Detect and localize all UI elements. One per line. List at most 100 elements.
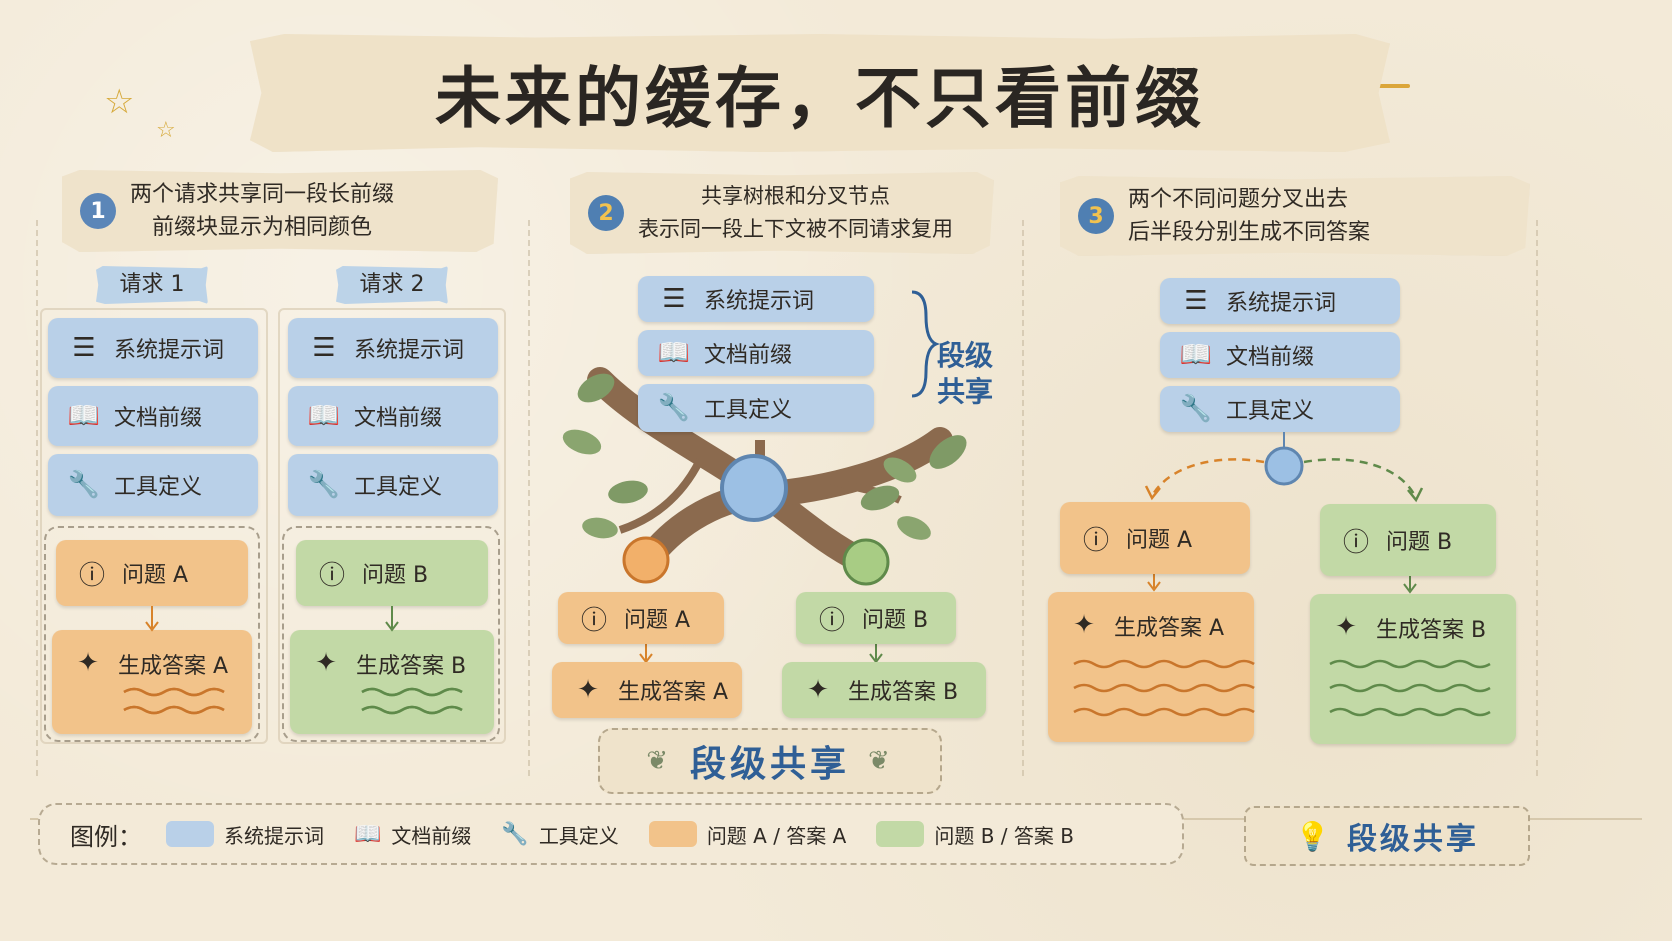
answer-a-block: ✦ 生成答案 A [552, 662, 742, 718]
legend-label: 文档前缀 [391, 823, 472, 848]
legend-item: 系统提示词 [166, 820, 324, 849]
block-label: 问题 A [624, 608, 691, 633]
block-label: 生成答案 A [1114, 616, 1225, 641]
column-divider [36, 220, 38, 780]
magic-wand-icon: ✦ [1335, 612, 1357, 642]
block-label: 生成答案 B [356, 654, 467, 679]
doc-prefix-block: 📖 文档前缀 [48, 386, 258, 446]
answer-b-block: ✦ 生成答案 B [290, 630, 494, 734]
magic-wand-icon: ✦ [77, 648, 99, 678]
caption-line: 前缀块显示为相同颜色 [152, 215, 373, 240]
wrench-icon: 🔧 [1179, 394, 1213, 424]
panel-number-badge: 2 [588, 195, 624, 231]
block-label: 生成答案 B [1376, 618, 1487, 643]
page-title: 未来的缓存，不只看前缀 [435, 60, 1205, 137]
tool-def-block: 🔧 工具定义 [1160, 386, 1400, 432]
document-icon: ☰ [312, 333, 336, 363]
wrench-icon: 🔧 [67, 470, 101, 500]
block-label: 问题 B [362, 563, 429, 588]
system-prompt-block: ☰ 系统提示词 [288, 318, 498, 378]
segment-sharing-badge: ❦ 段级共享 ❦ [598, 728, 942, 794]
legend-label: 工具定义 [538, 823, 619, 848]
legend-item: 问题 B / 答案 B [876, 820, 1074, 849]
summary-label: 段级共享 [1346, 822, 1479, 857]
star-icon: ☆ [104, 82, 135, 122]
block-label: 系统提示词 [704, 289, 815, 314]
block-label: 文档前缀 [704, 343, 793, 368]
legend-title: 图例： [70, 822, 142, 851]
block-label: 工具定义 [704, 398, 793, 423]
panel-1-caption: 1 两个请求共享同一段长前缀 前缀块显示为相同颜色 [62, 170, 498, 252]
block-label: 问题 A [122, 563, 189, 588]
magic-wand-icon: ✦ [1073, 610, 1095, 640]
block-label: 文档前缀 [354, 406, 443, 431]
question-bubble-icon: ⓘ [1082, 525, 1109, 556]
block-label: 系统提示词 [354, 338, 465, 363]
block-label: 生成答案 A [118, 654, 229, 679]
title-banner: 未来的缓存，不只看前缀 [250, 34, 1390, 152]
request-label: 请求 2 [336, 266, 448, 304]
document-icon: ☰ [662, 284, 686, 314]
legend-item: 🔧 工具定义 [501, 820, 618, 849]
answer-a-block: ✦ 生成答案 A [1048, 592, 1254, 742]
block-label: 生成答案 B [848, 680, 959, 705]
caption-line: 两个请求共享同一段长前缀 [130, 182, 395, 207]
column-divider [528, 220, 530, 780]
tool-def-block: 🔧 工具定义 [288, 454, 498, 516]
question-b-block: ⓘ 问题 B [1320, 504, 1496, 576]
block-label: 问题 A [1126, 528, 1193, 553]
summary-badge: 💡 段级共享 [1244, 806, 1530, 866]
legend-item: 问题 A / 答案 A [648, 820, 847, 849]
lightbulb-icon: 💡 [1295, 819, 1333, 853]
block-label: 文档前缀 [114, 406, 203, 431]
question-group-frame [44, 526, 260, 742]
block-label: 问题 B [1386, 530, 1453, 555]
book-icon: 📖 [1179, 340, 1213, 370]
leaf-icon: ❦ [646, 746, 672, 776]
tool-def-block: 🔧 工具定义 [638, 384, 874, 432]
column-divider [1536, 220, 1538, 780]
block-label: 文档前缀 [1226, 345, 1315, 370]
magic-wand-icon: ✦ [315, 648, 337, 678]
orange-swatch [648, 821, 697, 847]
panel-number-badge: 3 [1078, 198, 1114, 234]
block-label: 工具定义 [354, 475, 443, 500]
tool-def-block: 🔧 工具定义 [48, 454, 258, 516]
wrench-icon: 🔧 [501, 821, 529, 847]
question-a-block: ⓘ 问题 A [558, 592, 724, 644]
caption-line: 共享树根和分叉节点 [701, 184, 890, 208]
legend-label: 问题 B / 答案 B [934, 823, 1074, 848]
question-bubble-icon: ⓘ [78, 560, 105, 591]
caption-line: 两个不同问题分叉出去 [1128, 187, 1349, 212]
question-a-block: ⓘ 问题 A [56, 540, 248, 606]
doc-prefix-block: 📖 文档前缀 [288, 386, 498, 446]
column-divider [1022, 220, 1024, 780]
block-label: 系统提示词 [1226, 291, 1337, 316]
caption-line: 后半段分别生成不同答案 [1128, 220, 1371, 245]
legend-label: 问题 A / 答案 A [706, 823, 847, 848]
magic-wand-icon: ✦ [807, 675, 829, 705]
panel-number-badge: 1 [80, 193, 116, 229]
system-prompt-block: ☰ 系统提示词 [638, 276, 874, 322]
book-icon: 📖 [67, 401, 101, 431]
book-icon: 📖 [657, 338, 691, 368]
book-icon: 📖 [354, 821, 382, 847]
book-icon: 📖 [307, 401, 341, 431]
doc-prefix-block: 📖 文档前缀 [638, 330, 874, 376]
caption-line: 表示同一段上下文被不同请求复用 [638, 217, 953, 241]
document-icon: ☰ [1184, 286, 1208, 316]
legend-label: 系统提示词 [224, 823, 324, 848]
block-label: 工具定义 [1226, 399, 1315, 424]
block-label: 工具定义 [114, 475, 203, 500]
question-a-block: ⓘ 问题 A [1060, 502, 1250, 574]
wrench-icon: 🔧 [657, 393, 691, 423]
block-label: 生成答案 A [618, 680, 729, 705]
wrench-icon: 🔧 [307, 470, 341, 500]
magic-wand-icon: ✦ [577, 675, 599, 705]
doc-prefix-block: 📖 文档前缀 [1160, 332, 1400, 378]
request-column-frame [278, 308, 506, 744]
legend-item: 📖 文档前缀 [354, 820, 471, 849]
question-b-block: ⓘ 问题 B [296, 540, 488, 606]
system-prompt-block: ☰ 系统提示词 [1160, 278, 1400, 324]
